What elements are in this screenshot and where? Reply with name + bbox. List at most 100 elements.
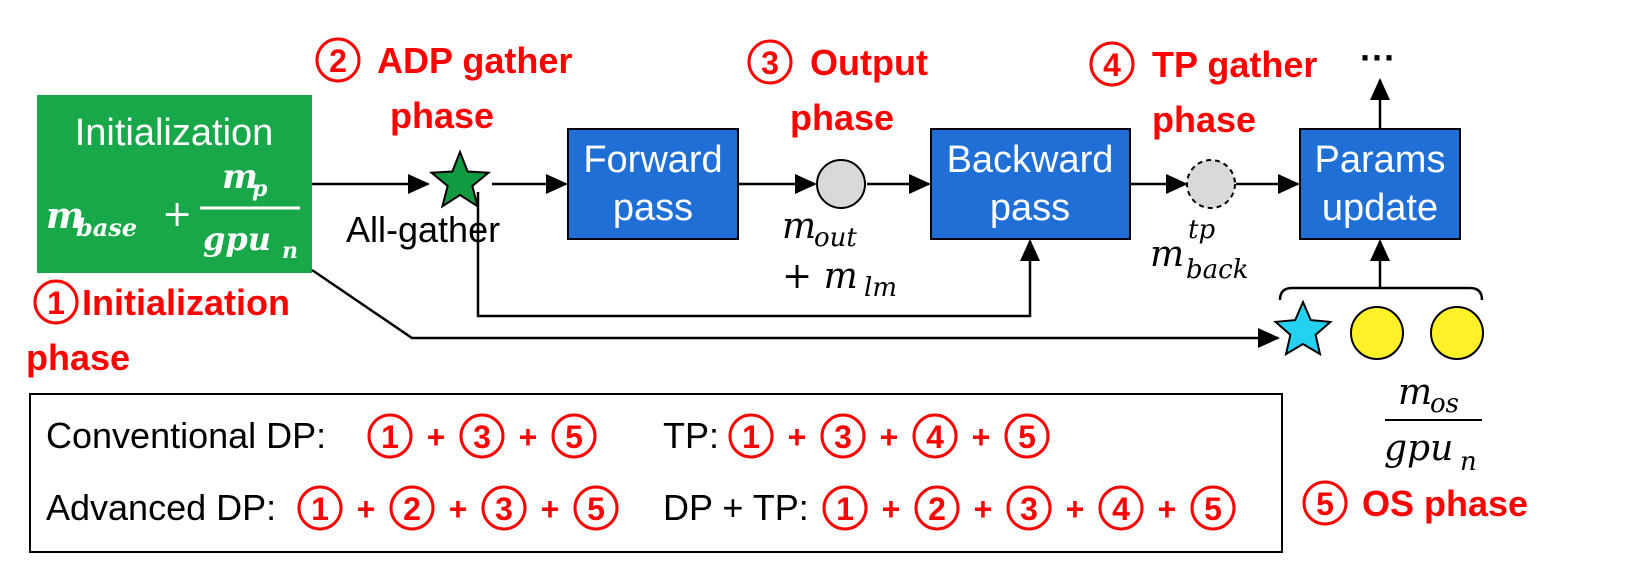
legend-conventional-dp-num-3: 3 (473, 419, 491, 455)
legend-advanced-dp-label: Advanced DP: (46, 487, 276, 528)
phase-4-line2: phase (1152, 99, 1256, 140)
phase-3-badge (747, 39, 793, 85)
legend-tp-badge-5 (1004, 413, 1050, 459)
m-lm-m: + m (782, 256, 858, 297)
legend-conventional-dp-num-1: 1 (381, 419, 399, 455)
legend-advanced-dp-num-3: 3 (495, 491, 513, 527)
os-circle-2 (1430, 306, 1484, 360)
legend-tp-plus: + (972, 419, 991, 455)
phase-1-line2: phase (26, 337, 130, 378)
legend-dp-tp-label: DP + TP: (663, 487, 809, 528)
legend-advanced-dp-badge-5 (573, 485, 619, 531)
legend-dp-tp-num-5: 5 (1204, 491, 1222, 527)
legend-conventional-dp-label: Conventional DP: (46, 415, 326, 456)
os-circle-1 (1350, 306, 1404, 360)
forward-pass-box: Forward pass (567, 128, 739, 240)
init-m-sub: base (76, 213, 137, 242)
legend-dp-tp-plus: + (1158, 491, 1177, 527)
phase-1-num: 1 (47, 285, 65, 321)
init-title: Initialization (75, 112, 274, 154)
phase-1-label: 1 Initialization phase (26, 279, 290, 378)
os-star-icon (1273, 299, 1333, 357)
os-brace (1278, 286, 1484, 301)
legend-advanced-dp-plus: + (541, 491, 560, 527)
tp-gather-circle (1186, 159, 1236, 209)
legend-dp-tp-plus: + (974, 491, 993, 527)
legend-conventional-dp-badge-5 (551, 413, 597, 459)
legend-dp-tp-badge-5 (1190, 485, 1236, 531)
legend-dp-tp-plus: + (882, 491, 901, 527)
m-lm-sub: lm (864, 273, 897, 303)
legend-dp-tp-num-3: 3 (1020, 491, 1038, 527)
params-update-box: Params update (1299, 128, 1461, 240)
phase-5-label: 5 OS phase (1302, 480, 1528, 526)
legend-tp-num-3: 3 (834, 419, 852, 455)
forward-line1: Forward (583, 139, 722, 181)
phase-2-label: 2 ADP gather phase (315, 37, 572, 136)
init-den-gpu: gpu (203, 220, 271, 258)
legend-dp-tp-num-2: 2 (928, 491, 946, 527)
legend-tp-badge-3 (820, 413, 866, 459)
phase-3-line1: Output (810, 42, 928, 83)
m-out-m: m (782, 206, 816, 247)
legend-advanced-dp-num-5: 5 (587, 491, 605, 527)
phase-2-line1: ADP gather (377, 40, 572, 81)
arrow-star-to-backward (476, 192, 1040, 318)
legend-tp-plus: + (880, 419, 899, 455)
legend-tp-num-5: 5 (1018, 419, 1036, 455)
phase-3-num: 3 (761, 45, 779, 81)
adp-gather-star-icon (428, 149, 492, 209)
legend-dp-tp-num-1: 1 (836, 491, 854, 527)
phase-4-num: 4 (1103, 47, 1121, 83)
legend-dp-tp-badge-1 (822, 485, 868, 531)
legend-advanced-dp-plus: + (449, 491, 468, 527)
legend-tp-badge-1 (728, 413, 774, 459)
params-line1: Params (1315, 139, 1446, 181)
init-den-sub: n (282, 238, 298, 264)
phase-1-line1: Initialization (82, 282, 290, 323)
legend-dp-tp-badge-3 (1006, 485, 1052, 531)
phase-3-line2: phase (790, 97, 894, 138)
legend-conventional-dp-plus: + (519, 419, 538, 455)
legend-advanced-dp-badge-1 (297, 485, 343, 531)
phase-4-label: 4 TP gather phase (1089, 41, 1317, 140)
legend-conventional-dp-plus: + (427, 419, 446, 455)
legend-tp-plus: + (788, 419, 807, 455)
legend-dp-tp-plus: + (1066, 491, 1085, 527)
m-os-fraction: m os gpu n (1384, 372, 1482, 477)
phase-3-label: 3 Output phase (747, 39, 928, 138)
legend-dp-tp-badge-2 (914, 485, 960, 531)
m-back-label: m tp back (1150, 215, 1248, 285)
initialization-box: Initialization m base + m p gpu n (37, 95, 312, 273)
params-line2: update (1322, 187, 1438, 229)
backward-line1: Backward (947, 139, 1114, 181)
arrow-init-to-os (311, 268, 1280, 348)
legend-advanced-dp-badge-2 (389, 485, 435, 531)
backward-line2: pass (990, 187, 1070, 229)
legend-tp-label: TP: (663, 415, 719, 456)
init-num-sub: p (252, 176, 268, 202)
phase-2-num: 2 (329, 43, 347, 79)
m-out-sub: out (814, 223, 857, 253)
phase-5-badge (1302, 480, 1348, 526)
m-out-label: m out + m lm (782, 206, 897, 303)
phase-2-badge (315, 37, 361, 83)
all-gather-label: All-gather (346, 209, 500, 250)
backward-pass-box: Backward pass (930, 128, 1131, 240)
init-num-m: m (222, 157, 258, 197)
legend-tp-num-1: 1 (742, 419, 760, 455)
legend-advanced-dp-num-2: 2 (403, 491, 421, 527)
legend-conventional-dp-badge-3 (459, 413, 505, 459)
legend-advanced-dp-num-1: 1 (311, 491, 329, 527)
phase-5-num: 5 (1316, 486, 1334, 522)
gpu-n-gpu: gpu (1384, 428, 1453, 469)
m-back-sub: back (1186, 255, 1248, 285)
gpu-n-sub: n (1460, 447, 1477, 477)
m-back-m: m (1150, 234, 1184, 275)
phase-1-badge (33, 279, 79, 325)
phase-4-line1: TP gather (1152, 44, 1317, 85)
ellipsis-label: ··· (1360, 37, 1396, 78)
forward-line2: pass (613, 187, 693, 229)
